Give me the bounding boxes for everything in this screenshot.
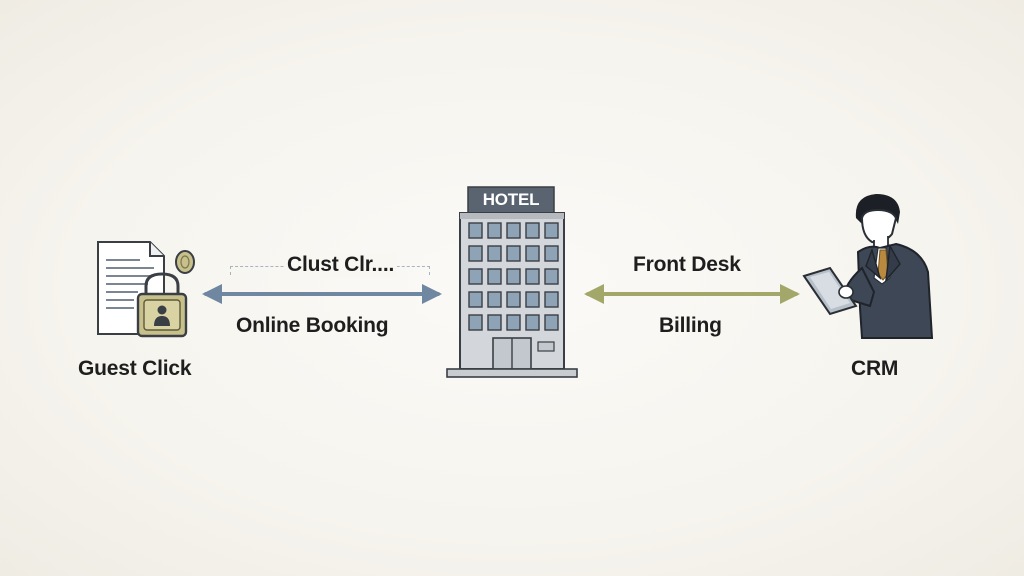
businessman-tablet-icon — [802, 194, 934, 339]
guest-click-label: Guest Click — [78, 357, 192, 380]
hotel-sign: HOTEL — [482, 190, 540, 209]
hotel-building-icon — [446, 186, 578, 378]
document-lock-icon — [97, 241, 195, 338]
right-edge-bottom-label: Billing — [659, 314, 722, 337]
left-edge-bottom-label: Online Booking — [236, 314, 389, 337]
crm-label: CRM — [851, 357, 899, 380]
right-edge-top-label: Front Desk — [633, 253, 741, 276]
left-edge-top-label: Clust Clr.... — [284, 253, 398, 277]
